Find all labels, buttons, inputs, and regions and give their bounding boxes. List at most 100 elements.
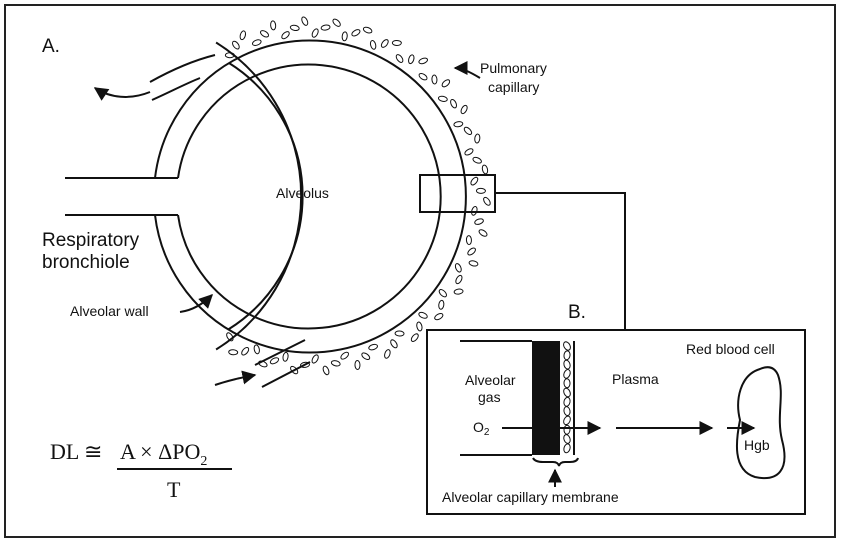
- blood-cell: [454, 263, 462, 273]
- blood-cell: [340, 351, 350, 360]
- outflow-arrow: [93, 87, 151, 101]
- blood-cell: [563, 424, 571, 435]
- blood-cell: [395, 54, 404, 63]
- blood-cell: [467, 247, 476, 256]
- blood-cell: [311, 354, 319, 364]
- blood-cell: [563, 378, 571, 389]
- blood-cell: [239, 30, 247, 41]
- blood-cell: [563, 415, 571, 426]
- panel-b-label: B.: [568, 302, 586, 323]
- blood-cell: [330, 360, 341, 367]
- blood-cell: [416, 321, 423, 332]
- blood-cell: [289, 24, 300, 31]
- blood-cell: [384, 349, 391, 359]
- equation-denominator: T: [167, 477, 181, 502]
- bronchiole-label-2: bronchiole: [42, 252, 130, 273]
- blood-cell: [453, 288, 464, 295]
- blood-cell: [270, 20, 277, 31]
- blood-cell: [438, 299, 445, 310]
- blood-cell: [471, 206, 478, 216]
- blood-cell: [437, 95, 448, 102]
- blood-cell: [259, 30, 270, 38]
- blood-cell: [472, 156, 482, 164]
- blood-cell: [434, 313, 444, 321]
- blood-cell: [301, 16, 309, 26]
- alveolus-label: Alveolus: [276, 185, 329, 201]
- rbc-label: Red blood cell: [686, 341, 775, 357]
- alveolar-wall-label: Alveolar wall: [70, 303, 149, 319]
- blood-cell: [563, 396, 571, 407]
- blood-cell: [563, 406, 571, 417]
- o2-label: O2: [473, 419, 490, 438]
- membrane-label: Alveolar capillary membrane: [442, 489, 619, 505]
- panel-b-box: [426, 329, 806, 515]
- blood-cell: [368, 343, 378, 351]
- blood-cell: [431, 74, 438, 85]
- blood-cell: [332, 18, 341, 27]
- blood-cell: [563, 443, 571, 454]
- blood-cell: [354, 359, 361, 370]
- blood-cell: [563, 387, 571, 398]
- connector-line: [495, 192, 626, 330]
- membrane-epithelium: [532, 341, 560, 455]
- blood-cell: [322, 365, 330, 376]
- blood-cell: [410, 333, 419, 342]
- blood-cell: [394, 330, 405, 337]
- blood-cell: [441, 79, 451, 88]
- blood-cell: [380, 39, 389, 48]
- blood-cell: [391, 39, 402, 46]
- blood-cell: [418, 72, 428, 81]
- blood-cell: [281, 31, 290, 40]
- blood-cell: [418, 311, 428, 319]
- blood-cell: [563, 350, 571, 361]
- blood-cell: [438, 289, 447, 298]
- blood-cell: [453, 121, 464, 128]
- red-blood-cell: [736, 366, 786, 480]
- blood-cell: [282, 351, 289, 362]
- diffusion-equation: DL ≅ A × ΔPO2 T: [50, 439, 232, 502]
- blood-cell: [481, 164, 489, 175]
- blood-cell: [361, 352, 371, 361]
- blood-cell: [251, 39, 262, 46]
- alveolar-gas-label-2: gas: [478, 389, 501, 405]
- blood-cell: [465, 235, 472, 246]
- alveolar-gas-label-1: Alveolar: [465, 372, 516, 388]
- blood-cell: [455, 274, 463, 285]
- inflow-arrow: [214, 370, 257, 386]
- plasma-label: Plasma: [612, 371, 659, 387]
- blood-cell: [226, 332, 234, 342]
- blood-cell: [269, 357, 280, 365]
- blood-cell: [450, 98, 458, 109]
- capillary-label-1: Pulmonary: [480, 60, 547, 76]
- outer-frame: [4, 4, 836, 538]
- blood-cell: [464, 148, 474, 156]
- blood-cell: [369, 40, 377, 50]
- blood-cell: [258, 360, 268, 368]
- blood-cell: [228, 349, 239, 356]
- blood-cell: [563, 341, 571, 351]
- panel-a-label: A.: [42, 36, 60, 57]
- hgb-label: Hgb: [744, 437, 770, 453]
- blood-cell: [470, 176, 479, 186]
- blood-cell: [232, 40, 240, 50]
- blood-cell: [563, 359, 571, 370]
- blood-cell: [478, 229, 488, 237]
- blood-cell: [474, 133, 481, 144]
- blood-cell: [311, 28, 319, 38]
- blood-cell: [483, 196, 491, 206]
- bronchiole-label-1: Respiratory: [42, 230, 140, 251]
- blood-cell: [460, 104, 468, 115]
- equation-numerator: A × ΔPO2: [120, 439, 207, 469]
- pulmonary-capillary: [149, 16, 491, 388]
- blood-cell: [320, 24, 331, 31]
- blood-cell: [224, 52, 235, 59]
- blood-cell: [475, 187, 486, 194]
- blood-cell: [362, 26, 373, 34]
- blood-cell: [463, 126, 473, 136]
- blood-cell: [341, 31, 348, 42]
- blood-cell: [408, 54, 415, 65]
- blood-cell: [351, 29, 361, 37]
- blood-cell: [418, 57, 429, 65]
- capillary-pointer: [453, 61, 481, 79]
